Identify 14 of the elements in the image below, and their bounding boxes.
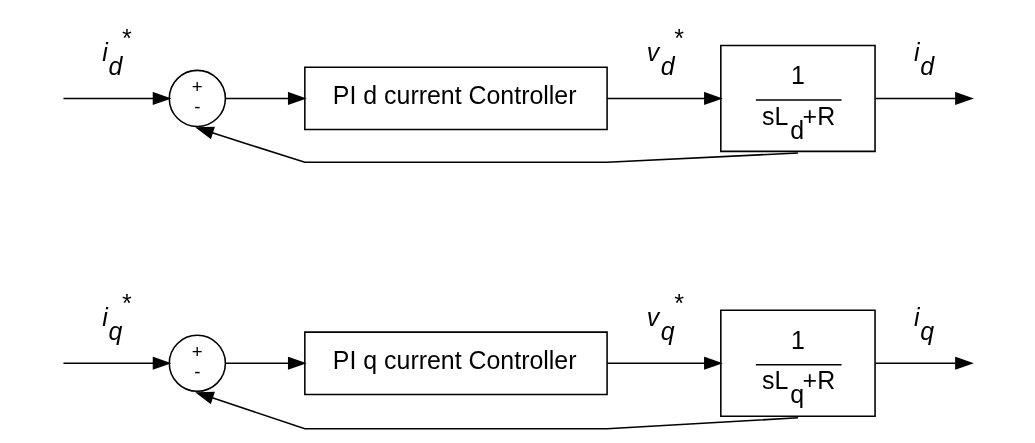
arrow (874, 91, 974, 105)
node-box: PI q current Controller (304, 331, 608, 396)
arrow (62, 356, 172, 370)
arrow (195, 391, 799, 430)
node-circle: + - (168, 334, 227, 393)
node-box: PI d current Controller (304, 66, 608, 131)
arrow (225, 356, 307, 370)
node-circle: + - (168, 69, 227, 128)
arrow (195, 126, 799, 164)
arrow (225, 91, 307, 105)
arrow (62, 91, 172, 105)
arrow (874, 356, 974, 370)
arrow (606, 91, 723, 105)
arrow (606, 356, 723, 370)
